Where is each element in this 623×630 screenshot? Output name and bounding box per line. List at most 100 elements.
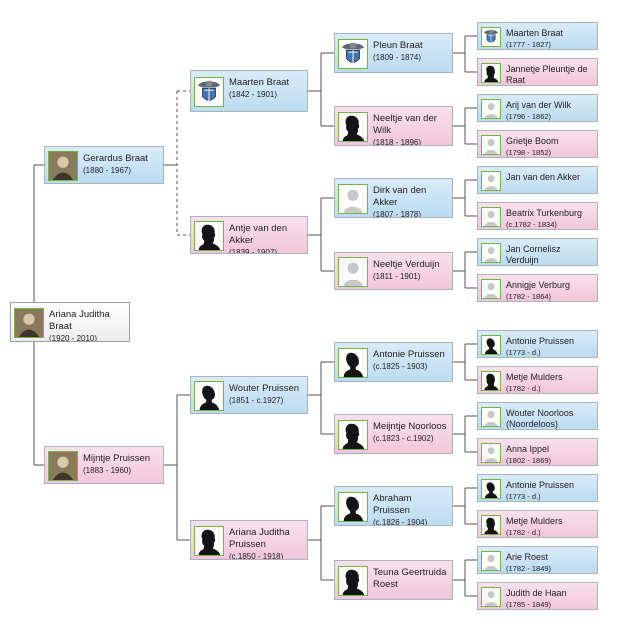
- person-info: Metje Mulders(1782 - d.): [506, 372, 595, 393]
- person-info: Dirk van den Akker(1807 - 1878): [373, 185, 450, 218]
- person-dates: (c.1782 - 1834): [506, 220, 557, 229]
- person-info: Anna Ippel(1802 - 1869): [506, 444, 595, 465]
- person-card-p8[interactable]: Neeltje van der Wilk(1818 - 1896): [334, 106, 453, 146]
- person-info: Ariana Juditha Braat(1920 - 2010): [49, 309, 127, 342]
- person-info: Antonie Pruissen(1773 - d.): [506, 336, 595, 357]
- person-dates: (c.1823 - c.1902): [373, 434, 434, 443]
- person-card-p5[interactable]: Wouter Pruissen(1851 - c.1927): [190, 376, 308, 414]
- person-info: Arij van der Wilk(1796 - 1862): [506, 100, 595, 121]
- person-card-p1[interactable]: Gerardus Braat(1880 - 1967): [44, 146, 164, 184]
- female-silhouette-icon: [481, 63, 501, 83]
- person-card-p28[interactable]: Metje Mulders (1782 - d.): [477, 510, 598, 538]
- person-info: Arie Roest(1782 - 1849): [506, 552, 595, 573]
- person-card-p24[interactable]: Metje Mulders(1782 - d.): [477, 366, 598, 394]
- person-card-p15[interactable]: Maarten Braat(1777 - 1827): [477, 22, 598, 50]
- person-card-p23[interactable]: Antonie Pruissen(1773 - d.): [477, 330, 598, 358]
- person-dates: (1818 - 1896): [373, 138, 422, 146]
- male-silhouette-icon: [338, 492, 368, 522]
- person-card-p30[interactable]: Judith de Haan (1785 - 1849): [477, 582, 598, 610]
- person-name: Antonie Pruissen: [373, 349, 445, 360]
- person-card-p21[interactable]: Jan Cornelisz Verduijn(1773 - 1852): [477, 238, 598, 266]
- male-silhouette-icon: [338, 348, 368, 378]
- placeholder-person-icon: [481, 551, 501, 571]
- coat-of-arms-icon: [194, 77, 224, 107]
- person-dates: (c.1826 - 1904): [373, 518, 428, 526]
- placeholder-person-icon: [338, 257, 368, 287]
- person-dates: (c.1825 - 1903): [373, 362, 428, 371]
- person-card-p20[interactable]: Beatrix Turkenburg(c.1782 - 1834): [477, 202, 598, 230]
- person-card-p11[interactable]: Antonie Pruissen (c.1825 - 1903): [334, 342, 453, 382]
- person-card-p10[interactable]: Neeltje Verduijn(1811 - 1901): [334, 252, 453, 290]
- person-info: Jannetje Pleuntje de Raat: [506, 64, 595, 85]
- person-card-p14[interactable]: Teuna Geertruida Roest: [334, 560, 453, 600]
- person-name: Antje van den Akker: [229, 223, 288, 246]
- person-dates: (1811 - 1901): [373, 272, 421, 281]
- person-dates: (1920 - 2010): [49, 334, 98, 342]
- person-info: Wouter Pruissen(1851 - c.1927): [229, 383, 305, 406]
- person-dates: (1883 - 1960): [83, 466, 132, 475]
- person-dates: (1809 - 1874): [373, 53, 422, 62]
- photo-icon: [48, 451, 78, 481]
- person-dates: (1802 - 1869): [506, 456, 552, 465]
- person-name: Maarten Braat: [506, 28, 564, 38]
- person-info: Maarten Braat(1842 - 1901): [229, 77, 305, 100]
- person-dates: (1842 - 1901): [229, 90, 278, 99]
- female-silhouette-icon: [338, 420, 368, 450]
- person-card-p12[interactable]: Meijntje Noorloos(c.1823 - c.1902): [334, 414, 453, 454]
- person-name: Metje Mulders: [506, 516, 563, 526]
- person-info: Metje Mulders (1782 - d.): [506, 516, 595, 537]
- person-name: Gerardus Braat: [83, 153, 148, 164]
- person-name: Grietje Boom: [506, 136, 559, 146]
- photo-icon: [48, 151, 78, 181]
- person-card-p22[interactable]: Annigje Verburg(1782 - 1864): [477, 274, 598, 302]
- person-dates: (1785 - 1849): [506, 600, 552, 609]
- placeholder-person-icon: [481, 407, 501, 427]
- person-dates: (1798 - 1852): [506, 148, 552, 157]
- person-info: Neeltje van der Wilk(1818 - 1896): [373, 113, 450, 146]
- person-card-p16[interactable]: Jannetje Pleuntje de Raat: [477, 58, 598, 86]
- person-dates: (1782 - 1864): [506, 292, 552, 301]
- person-name: Ariana Juditha Pruissen: [229, 527, 290, 550]
- person-dates: (1807 - 1878): [373, 210, 422, 218]
- person-info: Abraham Pruissen(c.1826 - 1904): [373, 493, 450, 526]
- person-card-p6[interactable]: Ariana Juditha Pruissen(c.1850 - 1918): [190, 520, 308, 560]
- person-name: Arie Roest: [506, 552, 549, 562]
- person-card-p19[interactable]: Jan van den Akker: [477, 166, 598, 194]
- male-silhouette-icon: [481, 335, 501, 355]
- person-card-p25[interactable]: Wouter Noorloos (Noordeloos): [477, 402, 598, 430]
- person-info: Pleun Braat(1809 - 1874): [373, 40, 450, 63]
- person-info: Antonie Pruissen(1773 - d.): [506, 480, 595, 501]
- person-info: Teuna Geertruida Roest: [373, 567, 450, 591]
- placeholder-person-icon: [481, 171, 501, 191]
- person-info: Annigje Verburg(1782 - 1864): [506, 280, 595, 301]
- coat-of-arms-icon: [338, 39, 368, 69]
- person-card-p18[interactable]: Grietje Boom (1798 - 1852): [477, 130, 598, 158]
- person-card-p29[interactable]: Arie Roest(1782 - 1849): [477, 546, 598, 574]
- person-name: Jannetje Pleuntje de Raat: [506, 64, 588, 85]
- person-dates: (1782 - d.): [506, 528, 541, 537]
- placeholder-person-icon: [338, 184, 368, 214]
- person-card-p17[interactable]: Arij van der Wilk(1796 - 1862): [477, 94, 598, 122]
- person-name: Wouter Pruissen: [229, 383, 300, 394]
- person-card-p7[interactable]: Pleun Braat(1809 - 1874): [334, 33, 453, 73]
- person-info: Maarten Braat(1777 - 1827): [506, 28, 595, 49]
- person-card-root[interactable]: Ariana Juditha Braat(1920 - 2010): [10, 302, 130, 342]
- placeholder-person-icon: [481, 99, 501, 119]
- female-silhouette-icon: [338, 566, 368, 596]
- male-silhouette-icon: [194, 381, 224, 411]
- person-card-p13[interactable]: Abraham Pruissen(c.1826 - 1904): [334, 486, 453, 526]
- person-card-p9[interactable]: Dirk van den Akker(1807 - 1878): [334, 178, 453, 218]
- person-card-p26[interactable]: Anna Ippel(1802 - 1869): [477, 438, 598, 466]
- coat-of-arms-icon: [481, 27, 501, 47]
- person-info: Mijntje Pruissen(1883 - 1960): [83, 453, 161, 476]
- male-silhouette-icon: [481, 479, 501, 499]
- placeholder-person-icon: [481, 443, 501, 463]
- person-info: Jan van den Akker: [506, 172, 595, 183]
- person-name: Judith de Haan: [506, 588, 567, 598]
- person-card-p4[interactable]: Antje van den Akker(1839 - 1907): [190, 216, 308, 254]
- person-card-p2[interactable]: Mijntje Pruissen(1883 - 1960): [44, 446, 164, 484]
- person-card-p3[interactable]: Maarten Braat(1842 - 1901): [190, 70, 308, 112]
- person-card-p27[interactable]: Antonie Pruissen(1773 - d.): [477, 474, 598, 502]
- placeholder-person-icon: [481, 207, 501, 227]
